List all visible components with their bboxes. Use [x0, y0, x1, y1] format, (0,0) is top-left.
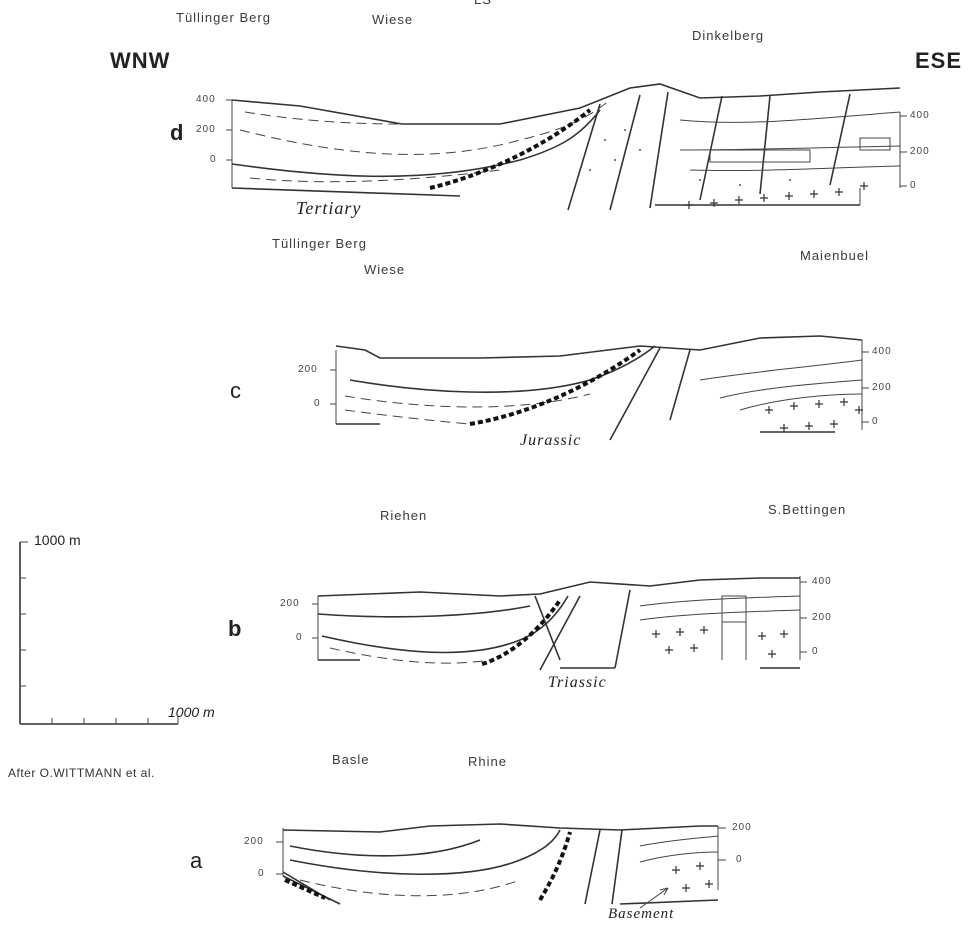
section-d-left-tick-2: 200: [196, 124, 216, 135]
scale-bar-vertical-label: 1000 m: [34, 532, 81, 548]
section-a-place-1: Basle: [332, 752, 370, 767]
section-c-left-tick-2: 0: [314, 398, 321, 409]
section-d-left-tick-1: 400: [196, 94, 216, 105]
section-d-profile: [226, 84, 907, 210]
west-direction-label: WNW: [110, 48, 170, 74]
section-a-left-tick-2: 0: [258, 868, 265, 879]
section-c-place-2: Wiese: [364, 262, 405, 277]
section-d-right-tick-2: 200: [910, 146, 930, 157]
section-d-right-tick-1: 400: [910, 110, 930, 121]
section-d-place-1: Tüllinger Berg: [176, 10, 271, 25]
section-d-place-2: Wiese: [372, 12, 413, 27]
section-a-left-tick-1: 200: [244, 836, 264, 847]
section-a-basement: [672, 862, 713, 892]
section-a-letter: a: [190, 848, 202, 874]
section-b-profile: [312, 576, 807, 670]
section-c-right-tick-1: 400: [872, 346, 892, 357]
section-d-left-tick-3: 0: [210, 154, 217, 165]
east-direction-label: ESE: [915, 48, 962, 74]
section-c-left-tick-1: 200: [298, 364, 318, 375]
section-c-place-3: Maienbuel: [800, 248, 869, 263]
scale-bar: [20, 542, 178, 724]
section-d-place-3: Dinkelberg: [692, 28, 764, 43]
section-c-right-tick-3: 0: [872, 416, 879, 427]
section-c-letter: c: [230, 378, 241, 404]
section-c-basement: [765, 398, 863, 432]
section-c-right-tick-2: 200: [872, 382, 892, 393]
section-a-profile: [276, 824, 726, 908]
basement-arrow: [640, 888, 668, 908]
section-b-right-tick-2: 200: [812, 612, 832, 623]
section-a-unit-label: Basement: [608, 906, 674, 923]
section-d-right-tick-3: 0: [910, 180, 917, 191]
section-a-place-2: Rhine: [468, 754, 507, 769]
section-b-letter: b: [228, 616, 241, 642]
section-c-profile: [330, 336, 869, 440]
section-b-left-tick-2: 0: [296, 632, 303, 643]
section-a-right-tick-1: 200: [732, 822, 752, 833]
section-d-unit-label: Tertiary: [296, 198, 361, 219]
section-d-letter: d: [170, 120, 183, 146]
section-b-place-1: Riehen: [380, 508, 427, 523]
section-b-right-tick-1: 400: [812, 576, 832, 587]
section-a-right-tick-2: 0: [736, 854, 743, 865]
section-b-right-tick-3: 0: [812, 646, 819, 657]
section-c-place-1: Tüllinger Berg: [272, 236, 367, 251]
section-c-unit-label: Jurassic: [520, 432, 581, 450]
section-b-place-2: S.Bettingen: [768, 502, 846, 517]
section-b-basement: [652, 626, 788, 658]
section-b-left-tick-1: 200: [280, 598, 300, 609]
section-b-unit-label: Triassic: [548, 674, 607, 692]
scale-bar-horizontal-label: 1000 m: [168, 704, 215, 720]
top-center-mark: LS: [474, 0, 492, 7]
figure-credit: After O.WITTMANN et al.: [8, 766, 155, 780]
